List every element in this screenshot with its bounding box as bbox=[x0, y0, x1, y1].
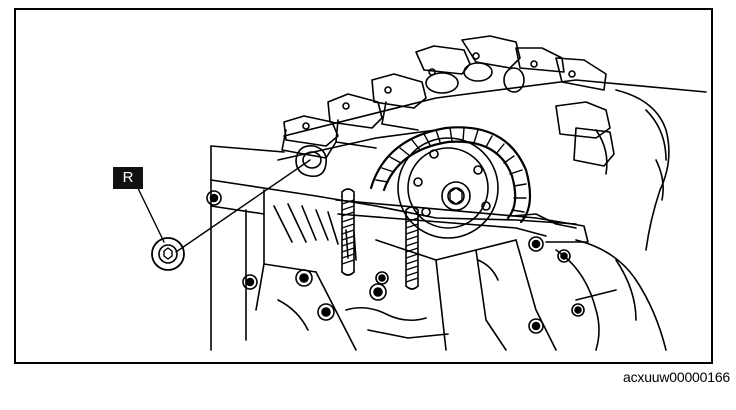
figure-frame: R bbox=[14, 8, 713, 364]
seal-bore bbox=[295, 144, 328, 178]
stud-left bbox=[341, 188, 355, 276]
oil-seal-icon bbox=[151, 237, 185, 271]
cover-bolts bbox=[206, 190, 585, 334]
camshaft-sprocket bbox=[369, 126, 577, 239]
engine-illustration bbox=[133, 35, 707, 351]
leader-lines bbox=[133, 159, 311, 253]
cylinder-head bbox=[277, 35, 707, 251]
image-code-label: acxuuw00000166 bbox=[623, 369, 730, 385]
replace-part-badge: R bbox=[113, 167, 143, 189]
front-cover bbox=[210, 145, 667, 351]
stud-right bbox=[405, 206, 419, 290]
